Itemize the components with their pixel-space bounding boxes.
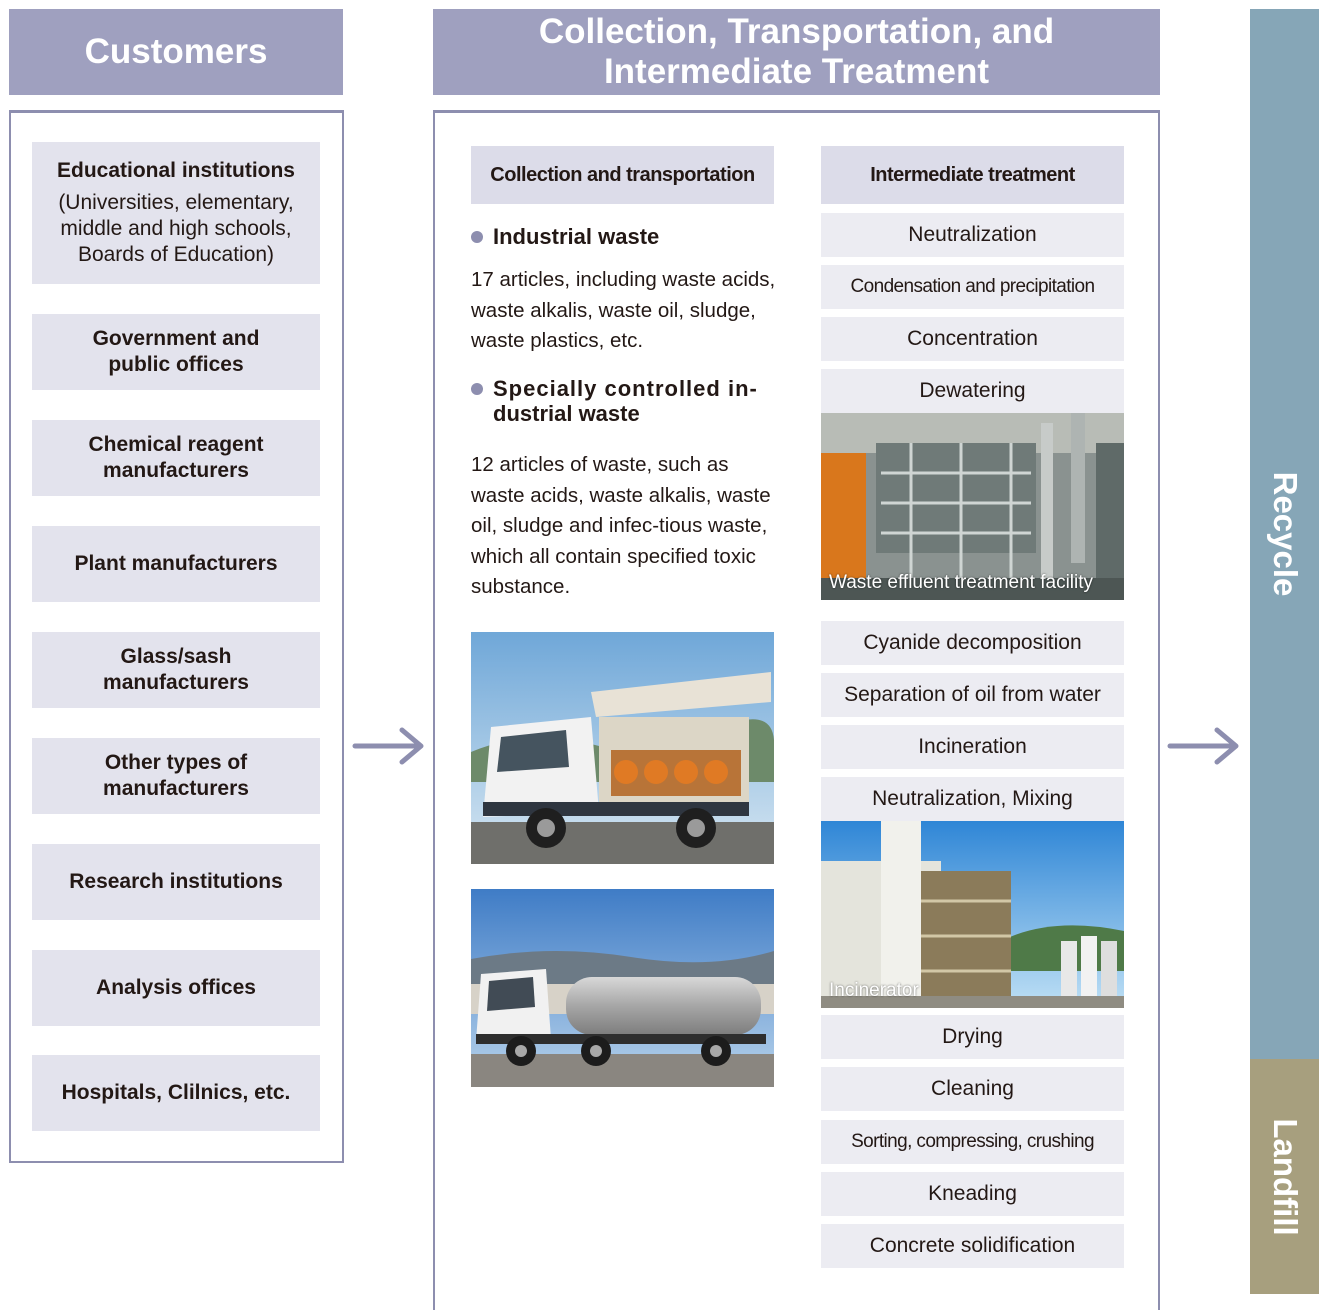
photo-caption: Incinerator: [829, 980, 919, 1001]
customer-title: manufacturers: [103, 671, 249, 694]
bullet-icon: [471, 231, 483, 243]
process-cyanide-decomposition: Cyanide decomposition: [821, 621, 1124, 665]
customer-chemical-reagent: Chemical reagent manufacturers: [32, 420, 320, 496]
customers-header: Customers: [9, 9, 343, 95]
intermediate-treatment-heading: Intermediate treatment: [821, 146, 1124, 204]
process-sorting: Sorting, compressing, crushing: [821, 1120, 1124, 1164]
tanker-truck-photo: [471, 889, 774, 1087]
customer-analysis-offices: Analysis offices: [32, 950, 320, 1026]
collection-header: Collection, Transportation, and Intermed…: [433, 9, 1160, 95]
customer-title: Hospitals, Clilnics, etc.: [61, 1081, 291, 1104]
effluent-facility-photo: Waste effluent treatment facility: [821, 413, 1124, 600]
process-cleaning: Cleaning: [821, 1067, 1124, 1111]
process-concentration: Concentration: [821, 317, 1124, 361]
customer-title: Other types of: [104, 751, 248, 774]
customer-title: manufacturers: [103, 777, 249, 800]
customer-hospitals: Hospitals, Clilnics, etc.: [32, 1055, 320, 1131]
process-concrete-solidification: Concrete solidification: [821, 1224, 1124, 1268]
customer-educational-institutions: Educational institutions (Universities, …: [32, 142, 320, 284]
customer-title: Government and: [92, 327, 260, 350]
process-drying: Drying: [821, 1015, 1124, 1059]
customer-plant-manufacturers: Plant manufacturers: [32, 526, 320, 602]
bullet-icon: [471, 383, 483, 395]
customer-research-institutions: Research institutions: [32, 844, 320, 920]
customer-sub: (Universities, elementary,: [58, 191, 294, 214]
process-dewatering: Dewatering: [821, 369, 1124, 413]
process-neutralization-mixing: Neutralization, Mixing: [821, 777, 1124, 821]
landfill-label: Landfill: [1266, 1117, 1304, 1236]
incinerator-photo: Incinerator: [821, 821, 1124, 1008]
industrial-waste-heading: Industrial waste: [471, 224, 776, 249]
customer-other-manufacturers: Other types of manufacturers: [32, 738, 320, 814]
arrow-right-icon: [352, 727, 424, 765]
process-condensation: Condensation and precipitation: [821, 265, 1124, 309]
customer-title: Glass/sash: [120, 645, 232, 668]
landfill-bar: Landfill: [1250, 1059, 1319, 1294]
customer-title: Research institutions: [69, 870, 283, 893]
customer-title: Educational institutions: [56, 159, 295, 182]
customer-title: Analysis offices: [96, 976, 256, 999]
special-waste-text: 12 articles of waste, such as waste acid…: [471, 453, 771, 598]
customer-sub: Boards of Education): [77, 243, 275, 266]
customer-glass-sash: Glass/sash manufacturers: [32, 632, 320, 708]
customer-title: manufacturers: [103, 459, 249, 482]
process-incineration: Incineration: [821, 725, 1124, 769]
recycle-bar: Recycle: [1250, 9, 1319, 1059]
customer-government: Government and public offices: [32, 314, 320, 390]
recycle-label: Recycle: [1266, 471, 1304, 597]
industrial-waste-text: 17 articles, including waste acids, wast…: [471, 268, 776, 352]
customer-title: public offices: [108, 353, 244, 376]
collection-header-line2: Intermediate Treatment: [603, 52, 990, 91]
customer-title: Plant manufacturers: [74, 552, 278, 575]
truck-photo: [471, 632, 774, 864]
customer-sub: middle and high schools,: [60, 217, 292, 240]
collection-transport-heading: Collection and transportation: [471, 146, 774, 204]
process-kneading: Kneading: [821, 1172, 1124, 1216]
process-neutralization: Neutralization: [821, 213, 1124, 257]
customer-title: Chemical reagent: [88, 433, 264, 456]
photo-caption: Waste effluent treatment facility: [829, 572, 1094, 593]
process-oil-water-separation: Separation of oil from water: [821, 673, 1124, 717]
collection-header-line1: Collection, Transportation, and: [538, 12, 1055, 51]
arrow-right-icon: [1167, 727, 1239, 765]
special-waste-heading: Specially controlled in- dustrial waste: [471, 376, 776, 426]
